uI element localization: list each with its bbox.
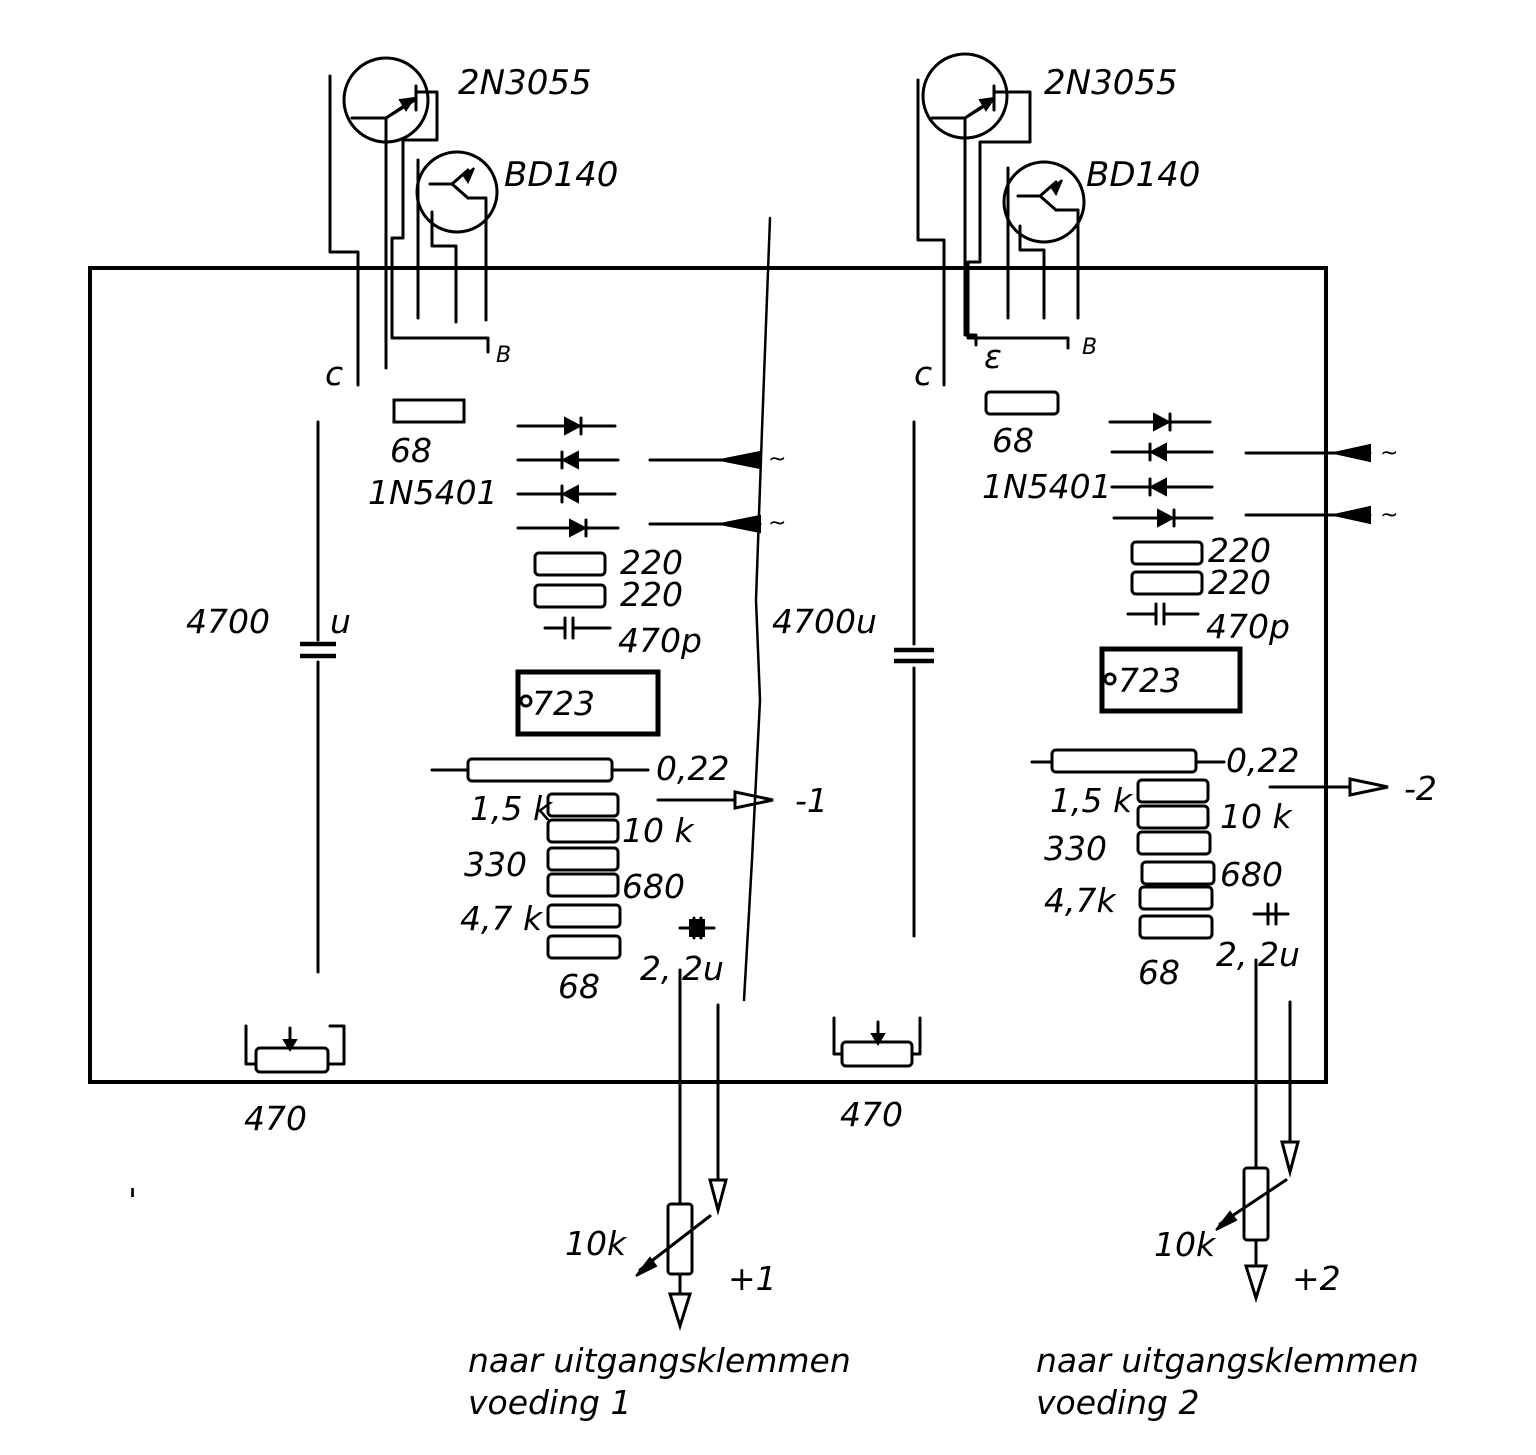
label-10k-pot-left: 10k <box>565 1224 628 1263</box>
label-220-b-left: 220 <box>620 575 683 614</box>
label-022-right: 0,22 <box>1226 741 1299 780</box>
pin-label-c-right: c <box>914 354 932 393</box>
label-10k-right: 10 k <box>1220 797 1293 836</box>
label-330-left: 330 <box>464 845 527 884</box>
note-supply-1-line-1: naar uitgangsklemmen <box>468 1341 851 1380</box>
resistor-022-left <box>466 757 614 783</box>
label-10k-left: 10 k <box>622 811 695 850</box>
label-4700u-mid: 4700u <box>772 602 877 641</box>
resistor-10k-left <box>546 818 620 844</box>
label-723-right: 723 <box>1118 661 1181 700</box>
transistor-bd140-right <box>1002 160 1086 320</box>
label-ac-2-right: ~ <box>1380 503 1398 528</box>
resistor-15k-left <box>546 792 620 818</box>
label-4700-left: 4700 <box>186 602 270 641</box>
pcb-board-outline <box>88 266 1328 1084</box>
label-ac-1-right: ~ <box>1380 441 1398 466</box>
resistor-220-a-left <box>533 551 607 577</box>
capacitor-22u-right <box>1252 902 1290 926</box>
label-22u-right: 2, 2u <box>1216 935 1300 974</box>
label-680-right: 680 <box>1220 855 1283 894</box>
resistor-47k-right <box>1138 885 1214 911</box>
label-output-minus-2: -2 <box>1404 769 1437 808</box>
resistor-330-right <box>1136 830 1212 856</box>
label-47k-right: 4,7k <box>1044 881 1117 920</box>
label-68-top-left: 68 <box>390 431 432 470</box>
label-4700-left-unit: u <box>330 602 351 641</box>
resistor-15k-right <box>1136 778 1210 804</box>
label-330-right: 330 <box>1044 829 1107 868</box>
label-470p-right: 470p <box>1206 607 1290 646</box>
label-output-plus-1: +1 <box>728 1259 777 1298</box>
stray-mark: ' <box>128 1181 137 1220</box>
label-68-bottom-left: 68 <box>558 967 600 1006</box>
supply-1: 2N3055 BD140 c B 68 1N5401 <box>186 56 851 1422</box>
label-22u-left: 2, 2u <box>640 949 724 988</box>
label-022-left: 0,22 <box>656 749 729 788</box>
transistor-2n3055-right <box>916 52 1070 387</box>
pin-label-b-right: B <box>1082 335 1097 360</box>
label-723-left: 723 <box>532 684 595 723</box>
ic-723-right <box>1099 646 1243 714</box>
label-47k-left: 4,7 k <box>460 899 544 938</box>
resistor-68-bottom-left <box>546 934 622 960</box>
transistor-2n3055-left <box>328 56 490 387</box>
resistor-220-a-right <box>1130 540 1204 566</box>
note-supply-2-line-2: voeding 2 <box>1036 1383 1200 1422</box>
label-15k-right: 1,5 k <box>1050 781 1134 820</box>
label-470-left: 470 <box>244 1099 307 1138</box>
ic-723-left <box>515 669 661 737</box>
label-220-a-right: 220 <box>1208 531 1271 570</box>
pin-label-e-right: ε <box>984 337 1002 376</box>
resistor-68-bottom-right <box>1138 914 1214 940</box>
capacitor-470p-left <box>543 616 612 640</box>
label-68-bottom-right: 68 <box>1138 953 1180 992</box>
label-2n3055-left: 2N3055 <box>458 63 592 103</box>
pin-label-b-left: B <box>496 343 511 368</box>
middle-trace-line <box>742 216 772 1002</box>
label-1n5401-left: 1N5401 <box>368 473 498 512</box>
resistor-022-right <box>1050 748 1198 774</box>
resistor-330-left <box>546 846 620 872</box>
resistor-680-right <box>1140 860 1216 886</box>
label-470-right: 470 <box>840 1095 903 1134</box>
resistor-68-top-left <box>392 398 466 424</box>
potentiometer-470-right <box>832 1016 922 1068</box>
label-output-minus-1: -1 <box>795 781 828 820</box>
label-ac-2-left: ~ <box>768 511 786 536</box>
potentiometer-470-left <box>244 1024 346 1074</box>
resistor-68-top-right <box>984 390 1060 416</box>
diode-bridge-left <box>516 416 620 538</box>
diode-bridge-right <box>1108 412 1214 528</box>
label-68-top-right: 68 <box>992 421 1034 460</box>
label-output-plus-2: +2 <box>1292 1259 1341 1298</box>
capacitor-470p-right <box>1126 602 1200 626</box>
transistor-bd140-left <box>415 150 499 324</box>
label-15k-left: 1,5 k <box>470 789 554 828</box>
label-220-b-right: 220 <box>1208 563 1271 602</box>
label-ac-1-left: ~ <box>768 447 786 472</box>
label-bd140-right: BD140 <box>1086 155 1200 195</box>
resistor-10k-right <box>1136 804 1210 830</box>
label-bd140-left: BD140 <box>504 155 618 195</box>
note-supply-2-line-1: naar uitgangsklemmen <box>1036 1341 1419 1380</box>
resistor-220-b-right <box>1130 570 1204 596</box>
label-220-a-left: 220 <box>620 543 683 582</box>
label-10k-pot-right: 10k <box>1154 1225 1217 1264</box>
pin-label-c-left: c <box>325 354 343 393</box>
resistor-220-b-left <box>533 583 607 609</box>
resistor-47k-left <box>546 903 622 929</box>
resistor-680-left <box>546 872 620 898</box>
label-470p-left: 470p <box>618 621 702 660</box>
label-680-left: 680 <box>622 867 685 906</box>
label-1n5401-right: 1N5401 <box>982 467 1112 506</box>
label-2n3055-right: 2N3055 <box>1044 63 1178 103</box>
supply-2: 2N3055 BD140 c ε B 68 1N540 <box>832 52 1437 1422</box>
note-supply-1-line-2: voeding 1 <box>468 1383 632 1422</box>
